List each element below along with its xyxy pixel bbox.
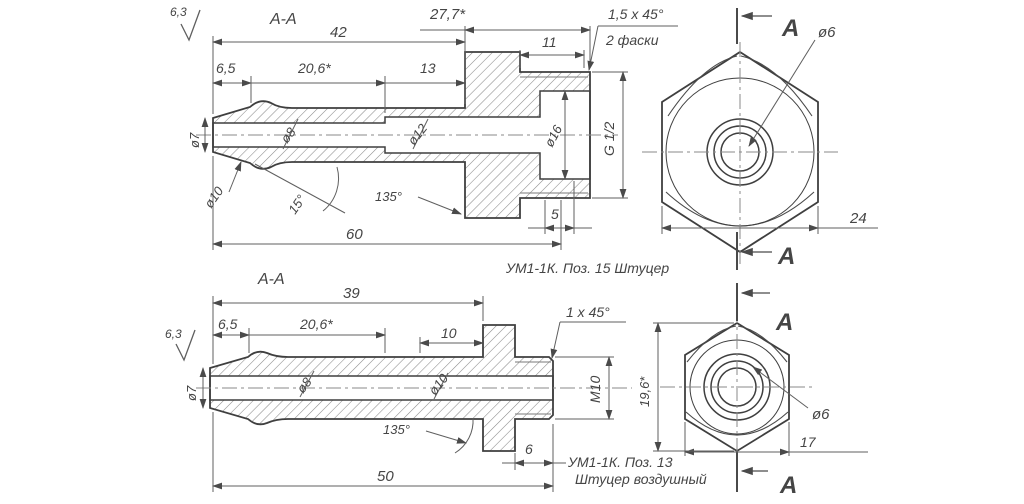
bottom-part-caption-line2: Штуцер воздушный bbox=[575, 471, 707, 487]
bottom-part-surface-finish-mark: 6,3 bbox=[165, 327, 196, 362]
dia-bore-8-b: ø8 bbox=[294, 374, 316, 396]
top-surface-finish-value: 6,3 bbox=[170, 5, 187, 19]
chamfer-note-label: 2 фаски bbox=[605, 32, 659, 48]
dim-step-13: 13 bbox=[420, 60, 436, 76]
top-hex-view: A A ø6 24 bbox=[642, 8, 878, 270]
dim-overall-39: 39 bbox=[343, 285, 360, 302]
bottom-hex-centerlines bbox=[660, 308, 815, 465]
dim-thread-len-11: 11 bbox=[542, 34, 557, 50]
bottom-hex-across-corners: 19,6* bbox=[637, 376, 652, 407]
dim-barrel-20-6-b: 20,6* bbox=[299, 316, 333, 332]
top-hex-centerlines bbox=[642, 42, 838, 264]
dim-to-flange-10: 10 bbox=[441, 325, 457, 341]
top-hex-arrow-label-bottom: A bbox=[777, 243, 795, 270]
chamfer-size-label: 1,5 x 45° bbox=[608, 6, 664, 22]
top-part-outline bbox=[212, 51, 591, 219]
thread-m10-label: M10 bbox=[587, 376, 603, 403]
top-part-hatched-walls bbox=[213, 52, 590, 218]
top-hex-across-flats-24: 24 bbox=[849, 210, 867, 227]
dia-cone-10: ø10 bbox=[201, 183, 227, 211]
bottom-surface-finish-value: 6,3 bbox=[165, 327, 182, 341]
angle-135-label: 135° bbox=[375, 189, 402, 204]
bottom-hex-across-flats-17: 17 bbox=[800, 434, 817, 450]
bottom-hex-arrow-label-top: A bbox=[775, 309, 793, 336]
bottom-part-caption-line1: УМ1-1К. Поз. 13 bbox=[567, 454, 673, 470]
bottom-hex-arrow-label-bottom: A bbox=[779, 472, 797, 499]
dim-tip-6-5: 6,5 bbox=[216, 60, 236, 76]
top-part-caption: УМ1-1К. Поз. 15 Штуцер bbox=[505, 260, 669, 276]
dim-barrel-20-6: 20,6* bbox=[297, 60, 331, 76]
thread-g12-label: G 1/2 bbox=[601, 122, 617, 156]
dia-counterbore-12: ø12 bbox=[405, 120, 431, 147]
dia-tip-7: ø7 bbox=[187, 132, 202, 148]
top-part-section-view bbox=[196, 51, 618, 219]
top-hex-section-arrows bbox=[736, 8, 772, 270]
bottom-hex-hole-dia-6: ø6 bbox=[812, 406, 830, 423]
top-hex-dimensions bbox=[661, 39, 878, 234]
bottom-part-outline bbox=[209, 324, 554, 452]
top-hex-hole-dia-6: ø6 bbox=[818, 24, 836, 41]
angle-15-label: 15° bbox=[285, 192, 309, 217]
dim-thread-len-6: 6 bbox=[525, 441, 533, 457]
top-part-thread-lines bbox=[520, 76, 588, 194]
bottom-part-bore-outline bbox=[209, 375, 554, 401]
top-hex-arrow-label-top: A bbox=[781, 15, 799, 42]
dim-length-60: 60 bbox=[346, 226, 363, 243]
bottom-part-dimension-lines bbox=[199, 296, 626, 492]
top-part-dimension-lines bbox=[201, 25, 678, 250]
top-part-bore-outline bbox=[212, 90, 591, 180]
dim-length-50: 50 bbox=[377, 468, 394, 485]
bottom-hex-view: A A ø6 17 19,6* bbox=[637, 283, 868, 499]
dim-overall-42: 42 bbox=[330, 24, 347, 41]
bottom-section-label: A-A bbox=[257, 271, 285, 288]
dia-recess-16: ø16 bbox=[541, 122, 565, 150]
top-section-label: A-A bbox=[269, 11, 297, 28]
chamfer-1x45-label: 1 x 45° bbox=[566, 304, 610, 320]
dim-tip-6-5-b: 6,5 bbox=[218, 316, 238, 332]
dia-tip-7-b: ø7 bbox=[184, 385, 199, 401]
bottom-hex-section-arrows bbox=[736, 283, 770, 492]
dia-bore-8: ø8 bbox=[278, 124, 300, 146]
angle-135-label-b: 135° bbox=[383, 422, 410, 437]
top-part-dimension-labels: A-A 42 27,7* 11 1,5 x 45° 2 фаски 6,5 20… bbox=[187, 6, 669, 276]
dim-groove-5: 5 bbox=[551, 206, 559, 222]
bottom-hex-dimensions bbox=[653, 322, 868, 456]
bottom-part-section-view bbox=[196, 324, 632, 452]
bottom-part-thread-lines bbox=[515, 361, 551, 415]
bottom-hex-chamfer-arcs bbox=[685, 325, 789, 436]
top-part-surface-finish-mark: 6,3 bbox=[170, 5, 201, 42]
dim-27-7: 27,7* bbox=[429, 6, 466, 23]
